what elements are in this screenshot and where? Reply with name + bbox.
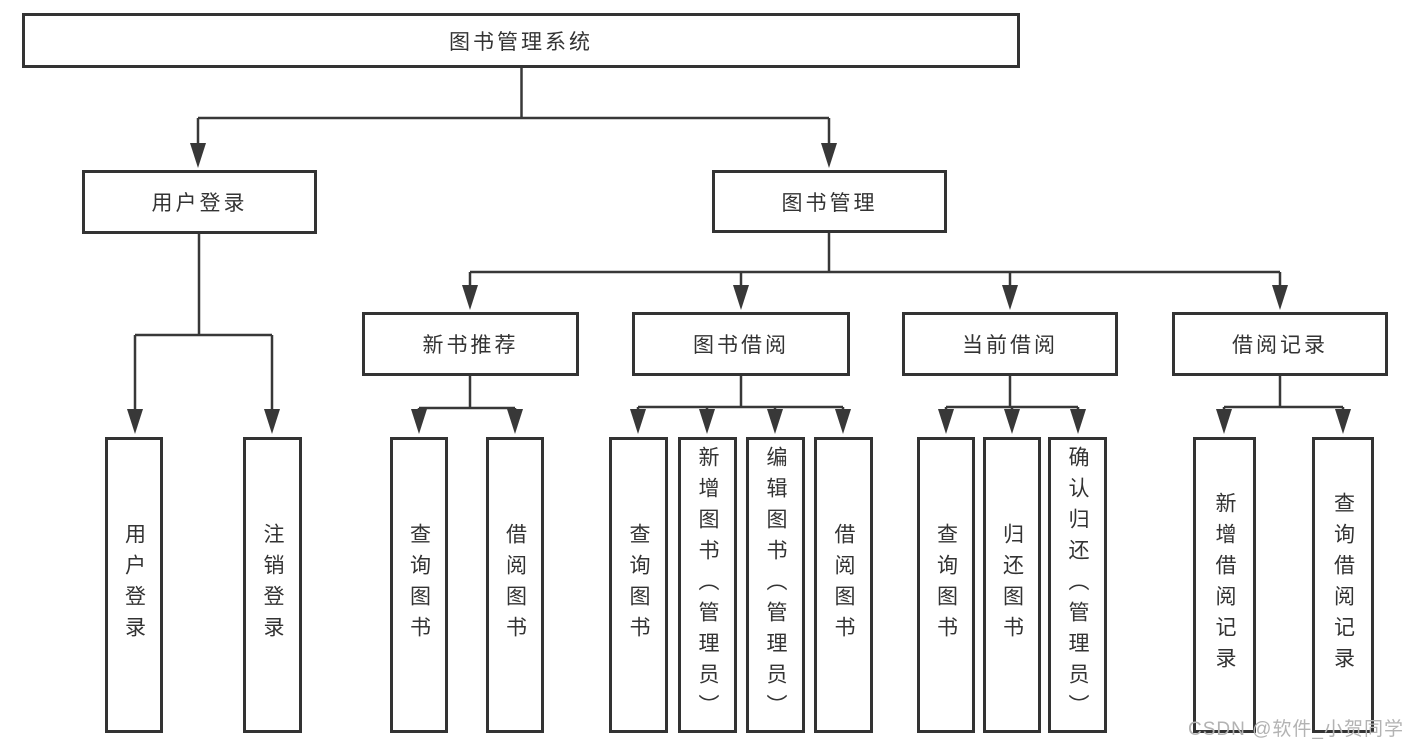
node-label: 编辑图书（管理员） (764, 445, 787, 725)
arrowhead (264, 409, 280, 434)
arrowhead (1335, 409, 1351, 434)
leaf-borrow-books: 借阅图书 (814, 437, 873, 733)
node-label: 查询图书 (407, 523, 431, 647)
arrowhead (507, 409, 523, 434)
arrowhead (1070, 409, 1086, 434)
leaf-confirm-return-admin: 确认归还（管理员） (1048, 437, 1107, 733)
node-label: 查询图书 (934, 523, 958, 647)
arrowhead (411, 409, 427, 434)
arrowhead (767, 409, 783, 434)
node-book-borrowing: 图书借阅 (632, 312, 850, 376)
node-label: 新增图书（管理员） (696, 445, 719, 725)
node-label: 借阅图书 (503, 523, 527, 647)
node-label: 图书管理系统 (449, 30, 593, 54)
node-new-book-recommendation: 新书推荐 (362, 312, 579, 376)
arrowhead (1272, 285, 1288, 310)
arrowhead (821, 143, 837, 168)
node-label: 新书推荐 (422, 334, 519, 357)
leaf-add-books-admin: 新增图书（管理员） (678, 437, 737, 733)
arrowhead (938, 409, 954, 434)
csdn-watermark: CSDN @软件_小贺同学 (1188, 719, 1404, 740)
arrowhead (733, 285, 749, 310)
leaf-add-borrow-record: 新增借阅记录 (1193, 437, 1256, 733)
node-label: 查询图书 (627, 523, 650, 647)
node-label: 借阅图书 (832, 523, 855, 647)
leaf-logout: 注销登录 (243, 437, 302, 733)
node-label: 图书借阅 (693, 334, 789, 357)
arrowhead (462, 285, 478, 310)
leaf-return-books: 归还图书 (983, 437, 1041, 733)
node-label: 确认归还（管理员） (1066, 445, 1089, 725)
node-label: 用户登录 (122, 523, 146, 647)
node-user-login: 用户登录 (82, 170, 317, 234)
node-borrowing-records: 借阅记录 (1172, 312, 1388, 376)
node-book-management: 图书管理 (712, 170, 947, 233)
node-current-borrowing: 当前借阅 (902, 312, 1118, 376)
node-label: 图书管理 (781, 191, 878, 215)
leaf-borrow-books-recommend: 借阅图书 (486, 437, 544, 733)
arrowhead (1216, 409, 1232, 434)
node-label: 归还图书 (1000, 523, 1024, 647)
arrowhead (630, 409, 646, 434)
arrowhead (1004, 409, 1020, 434)
arrowheads (127, 143, 1351, 434)
node-label: 借阅记录 (1232, 334, 1328, 357)
arrowhead (190, 143, 206, 168)
arrowhead (699, 409, 715, 434)
arrowhead (1002, 285, 1018, 310)
node-label: 查询借阅记录 (1331, 492, 1355, 678)
arrowhead (127, 409, 143, 434)
leaf-edit-books-admin: 编辑图书（管理员） (746, 437, 805, 733)
node-label: 新增借阅记录 (1213, 492, 1236, 678)
node-label: 注销登录 (261, 523, 284, 647)
leaf-query-books-recommend: 查询图书 (390, 437, 448, 733)
leaf-query-borrow-record: 查询借阅记录 (1312, 437, 1374, 733)
node-label: 用户登录 (151, 192, 248, 215)
node-label: 当前借阅 (962, 334, 1058, 357)
arrowhead (835, 409, 851, 434)
leaf-query-books-borrow: 查询图书 (609, 437, 668, 733)
leaf-user-login: 用户登录 (105, 437, 163, 733)
leaf-query-books-current: 查询图书 (917, 437, 975, 733)
node-library-management-system: 图书管理系统 (22, 13, 1020, 68)
